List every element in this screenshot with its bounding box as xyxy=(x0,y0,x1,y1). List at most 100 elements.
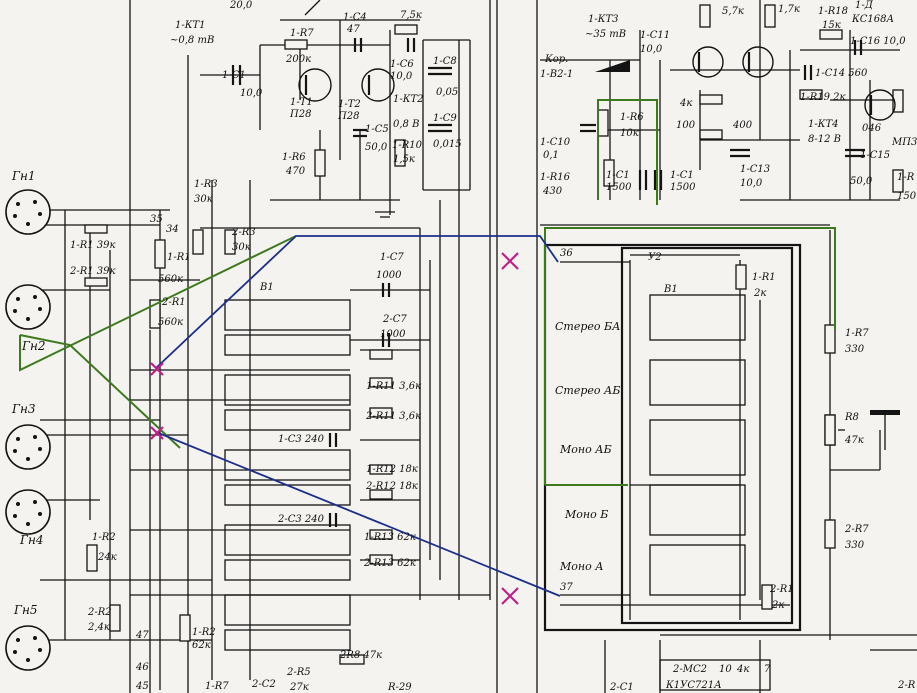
label-mp: МП3 xyxy=(891,137,917,148)
label-r1x-v: 150 xyxy=(897,191,917,202)
label-2r7-v: 330 xyxy=(845,540,865,551)
label-2r1b: 2-R1 xyxy=(769,584,794,595)
label-c1c-v: 1500 xyxy=(670,182,696,193)
label-kt2-v: 0,8 B xyxy=(393,119,419,130)
label-c1c: 1-С1 xyxy=(670,170,694,181)
label-n36: 36 xyxy=(560,248,573,259)
label-r8: 2R8 47к xyxy=(339,650,382,661)
label-c4: 1-С4 xyxy=(343,12,367,23)
label-c13-v: 10,0 xyxy=(740,178,763,189)
label-c6-v: 10,0 xyxy=(390,71,413,82)
label-r7: 1-R7 xyxy=(290,28,314,39)
label-kt1-v: ~0,8 mB xyxy=(170,35,214,46)
label-r6-v: 470 xyxy=(285,166,306,177)
label-c1b-v: 1500 xyxy=(606,182,632,193)
label-1r2: 1-R2 xyxy=(92,532,116,543)
label-r4k: 4к xyxy=(679,98,692,109)
label-t046: 046 xyxy=(862,123,882,134)
label-2r7: 2-R7 xyxy=(844,524,869,535)
label-1r2-v: 24к xyxy=(97,552,117,563)
label-1r2b: 1-R2 xyxy=(192,627,216,638)
label-2r2-v: 2,4к xyxy=(87,622,110,633)
label-c1: 1-С1 xyxy=(222,70,246,81)
label-1r7-v: 330 xyxy=(845,344,865,355)
potentiometers xyxy=(304,0,900,450)
label-mc: 2-МС2 xyxy=(672,664,707,675)
label-r8b: R8 xyxy=(844,412,859,423)
label-r100: 100 xyxy=(676,120,696,131)
label-kt4-v: 8-12 B xyxy=(808,134,841,145)
mode-labels: Стерео БА Стерео АБ Моно АБ Моно Б Моно … xyxy=(555,320,620,573)
label-gn4: Гн4 xyxy=(19,533,43,547)
label-2r11: 2-R11 3,6к xyxy=(365,411,421,422)
label-r1x: 1-R xyxy=(897,172,915,183)
label-n4k: 4к xyxy=(736,664,749,675)
label-r5-v: 27к xyxy=(289,682,309,693)
transistors xyxy=(298,46,896,121)
label-c5-v: 50,0 xyxy=(365,142,388,153)
label-gn2: Гн2 xyxy=(21,339,45,353)
label-2c7-v: 1000 xyxy=(380,329,406,340)
label-c3: 1-С3 240 xyxy=(278,434,325,445)
label-r57: 5,7к xyxy=(722,6,744,17)
label-2r1-v: 560к xyxy=(158,317,183,328)
label-r16-v: 430 xyxy=(542,186,563,197)
label-1r1-v: 560к xyxy=(158,274,183,285)
label-bot-r7: 1-R7 xyxy=(205,681,229,692)
right-component-labels: 1-КТ3 ~35 mB 1-С11 10,0 Кор. 1-В2-1 1-С1… xyxy=(540,0,917,693)
label-2r1b-v: 2к xyxy=(771,600,784,611)
label-r12: 1-R12 18к xyxy=(366,464,418,475)
connector-gn5 xyxy=(5,625,51,671)
label-r17: 1,7к xyxy=(778,4,800,15)
label-c8-v: 0,05 xyxy=(436,87,458,98)
label-c1b: 1-С1 xyxy=(606,170,630,181)
label-2r3-v: 30к xyxy=(232,242,251,253)
label-gn1: Гн1 xyxy=(11,169,35,183)
label-r11: 1-R11 3,6к xyxy=(366,381,421,392)
label-r1: 1-R1 39к xyxy=(70,240,116,251)
label-mode-stereo-ab: Стерео АБ xyxy=(555,384,620,397)
label-top-r: 7,5к xyxy=(400,10,422,21)
label-c13: 1-С13 xyxy=(740,164,770,175)
label-2r12: 2-R12 18к xyxy=(365,481,418,492)
label-r6b-v: 10к xyxy=(620,128,639,139)
label-top-20: 20,0 xyxy=(229,0,253,11)
label-r18: 1-R18 xyxy=(818,6,848,17)
label-1r2b-v: 62к xyxy=(192,640,211,651)
label-r2-1: 2-R1 39к xyxy=(69,266,116,277)
label-r19: 1-R19 2к xyxy=(800,92,846,103)
label-mode-mono-ab: Моно АБ xyxy=(559,443,612,456)
label-1r7: 1-R7 xyxy=(845,328,869,339)
label-2r13: 2-R13 62к xyxy=(363,558,416,569)
label-n47: 47 xyxy=(135,630,149,641)
overlay-annotations xyxy=(19,99,836,605)
label-r3: 1-R3 xyxy=(194,179,218,190)
label-c11: 1-С11 xyxy=(640,30,670,41)
label-kt1: 1-КТ1 xyxy=(175,20,206,31)
label-1r1b-v: 2к xyxy=(753,288,766,299)
label-c9-v: 0,015 xyxy=(433,139,462,150)
label-n45: 45 xyxy=(135,681,149,692)
label-y2: У2 xyxy=(648,252,662,263)
label-t1: 1-Т1 xyxy=(290,97,313,108)
label-2r2: 2-R2 xyxy=(87,607,112,618)
connector-gn3 xyxy=(5,424,51,470)
label-c7: 1-С7 xyxy=(380,252,404,263)
label-t2: 1-Т2 xyxy=(338,99,361,110)
connector-gn4 xyxy=(5,489,51,535)
label-r400: 400 xyxy=(732,120,753,131)
label-r5: 2-R5 xyxy=(286,667,311,678)
label-kor: Кор. xyxy=(544,54,568,65)
label-n37: 37 xyxy=(560,582,573,593)
label-r18-v: 15к xyxy=(822,20,841,31)
label-r10-v: 1,5к xyxy=(393,154,415,165)
label-c4-v: 47 xyxy=(346,24,360,35)
label-2c3: 2-С3 240 xyxy=(277,514,325,525)
label-c15-v: 50,0 xyxy=(850,176,873,187)
label-n7: 7 xyxy=(764,664,771,675)
label-mode-mono-b: Моно Б xyxy=(564,508,608,521)
component-labels: 1-КТ1 ~0,8 mB 1-С1 10,0 1-Т1 П28 1-Т2 П2… xyxy=(69,0,462,693)
label-c7-v: 1000 xyxy=(376,270,402,281)
label-1r1b: 1-R1 xyxy=(752,272,776,283)
